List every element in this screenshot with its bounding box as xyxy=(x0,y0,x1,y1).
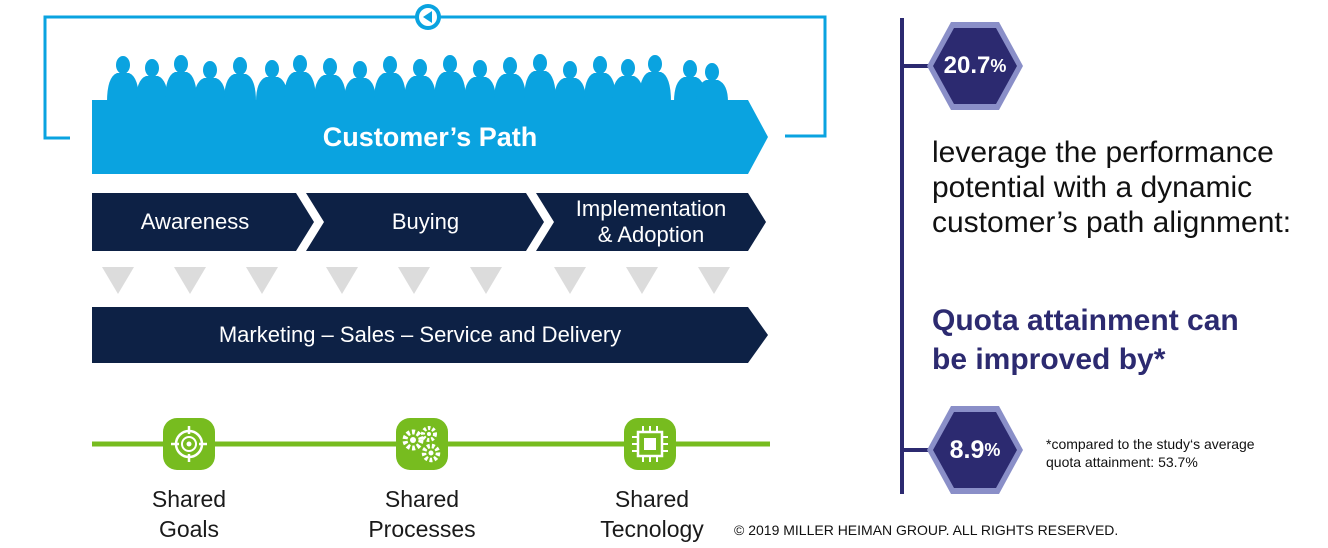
pillar-label-processes: Shared Processes xyxy=(342,484,502,544)
phase-label-buying: Buying xyxy=(391,209,460,234)
crowd-person-head xyxy=(563,61,577,79)
crowd-person-head xyxy=(233,57,247,75)
crowd-person-head xyxy=(621,59,635,77)
crowd-person-body xyxy=(494,74,526,102)
crowd-person-head xyxy=(683,60,697,78)
crowd-person-head xyxy=(533,54,547,72)
leverage-text-line3: customer’s path alignment: xyxy=(932,206,1292,239)
crowd-person-body xyxy=(374,73,406,102)
crowd-person-body xyxy=(584,73,616,102)
down-arrow-icon xyxy=(326,267,358,294)
crowd-person-head xyxy=(648,55,662,73)
crowd-person-body xyxy=(107,73,139,102)
pillar-label-processes-line1: Shared xyxy=(384,486,460,512)
crowd-person-body xyxy=(612,76,644,102)
customer-path-title: Customer’s Path xyxy=(322,121,538,152)
crowd-person-head xyxy=(473,60,487,78)
crowd-person-body xyxy=(165,72,197,102)
quota-heading-line2: be improved by* xyxy=(932,343,1166,376)
down-arrow-icon xyxy=(698,267,730,294)
footnote: *compared to the study‘s average quota a… xyxy=(1046,435,1326,471)
pillar-label-goals: Shared Goals xyxy=(109,484,269,544)
leverage-text: leverage the performance potential with … xyxy=(932,135,1328,240)
down-arrow-row xyxy=(102,267,730,294)
crowd-person-head xyxy=(353,61,367,79)
pillar-label-technology: Shared Tecnology xyxy=(572,484,732,544)
crowd-person-head xyxy=(503,57,517,75)
pillar-label-goals-line2: Goals xyxy=(158,516,220,542)
crowd-person-head xyxy=(323,58,337,76)
stat-top-number: 20.7 xyxy=(943,52,991,79)
crowd-person-body xyxy=(284,72,316,102)
crowd-person-body xyxy=(554,78,586,102)
crowd-person-head xyxy=(413,59,427,77)
phase-label-awareness: Awareness xyxy=(140,209,250,234)
crowd-person-body xyxy=(464,77,496,102)
crowd-person-head xyxy=(705,63,719,81)
crowd-person-head xyxy=(593,56,607,74)
down-arrow-icon xyxy=(626,267,658,294)
down-arrow-icon xyxy=(470,267,502,294)
leverage-text-line2: potential with a dynamic xyxy=(932,171,1253,204)
customer-path-banner xyxy=(92,100,768,174)
chip-icon xyxy=(624,418,676,470)
phase-chevron-buying xyxy=(306,193,544,251)
target-icon xyxy=(163,418,215,470)
stat-value-bottom: 8.9% xyxy=(927,406,1023,494)
crowd-person-body xyxy=(639,72,671,102)
leverage-text-line1: leverage the performance xyxy=(932,136,1274,169)
crowd-person-body xyxy=(344,78,376,102)
footnote-line1: *compared to the study‘s average xyxy=(1046,436,1255,452)
quota-heading-line1: Quota attainment can xyxy=(932,304,1239,337)
crowd-person-body xyxy=(314,75,346,102)
crowd-silhouette-icon xyxy=(107,54,728,102)
stat-bottom-number: 8.9 xyxy=(949,435,985,464)
crowd-person-head xyxy=(443,55,457,73)
crowd-person-head xyxy=(174,55,188,73)
phase-label-implementation: Implementation & Adoption xyxy=(556,193,746,251)
crowd-person-head xyxy=(145,59,159,77)
stat-bottom-unit: % xyxy=(984,439,1001,460)
phase-label-implementation-line2: & Adoption xyxy=(597,222,705,247)
stat-badge-bottom xyxy=(927,406,1023,494)
crowd-person-body xyxy=(136,76,168,102)
copyright: © 2019 MILLER HEIMAN GROUP. ALL RIGHTS R… xyxy=(734,522,1119,538)
phase-chevron-awareness xyxy=(92,193,314,251)
pillar-label-goals-line1: Shared xyxy=(151,486,227,512)
pillar-label-technology-line2: Tecnology xyxy=(600,516,704,542)
crowd-person-head xyxy=(383,56,397,74)
crowd-person-body xyxy=(524,71,556,102)
footnote-line2: quota attainment: 53.7% xyxy=(1046,454,1198,470)
quota-heading: Quota attainment can be improved by* xyxy=(932,301,1328,379)
loop-arrow-icon xyxy=(415,4,441,30)
stat-top-unit: % xyxy=(990,55,1007,76)
crowd-person-head xyxy=(203,61,217,79)
pillar-label-technology-line1: Shared xyxy=(614,486,690,512)
crowd-person-body xyxy=(696,80,728,102)
crowd-person-head xyxy=(293,55,307,73)
down-arrow-icon xyxy=(174,267,206,294)
phase-label-implementation-line1: Implementation xyxy=(575,196,727,221)
pillar-label-processes-line2: Processes xyxy=(368,516,476,542)
alignment-bar xyxy=(92,307,768,363)
crowd-person-body xyxy=(224,74,256,102)
crowd-person-body xyxy=(404,76,436,102)
down-arrow-icon xyxy=(102,267,134,294)
crowd-person-head xyxy=(116,56,130,74)
crowd-person-head xyxy=(265,60,279,78)
down-arrow-icon xyxy=(246,267,278,294)
gears-icon xyxy=(396,418,448,470)
down-arrow-icon xyxy=(398,267,430,294)
crowd-person-body xyxy=(256,77,288,102)
phase-chevron-implementation xyxy=(536,193,766,251)
crowd-person-body xyxy=(194,78,226,102)
down-arrow-icon xyxy=(554,267,586,294)
crowd-person-body xyxy=(434,72,466,102)
alignment-bar-label: Marketing – Sales – Service and Delivery xyxy=(218,322,622,347)
stat-value-top: 20.7% xyxy=(927,22,1023,110)
stat-badge-top xyxy=(927,22,1023,110)
